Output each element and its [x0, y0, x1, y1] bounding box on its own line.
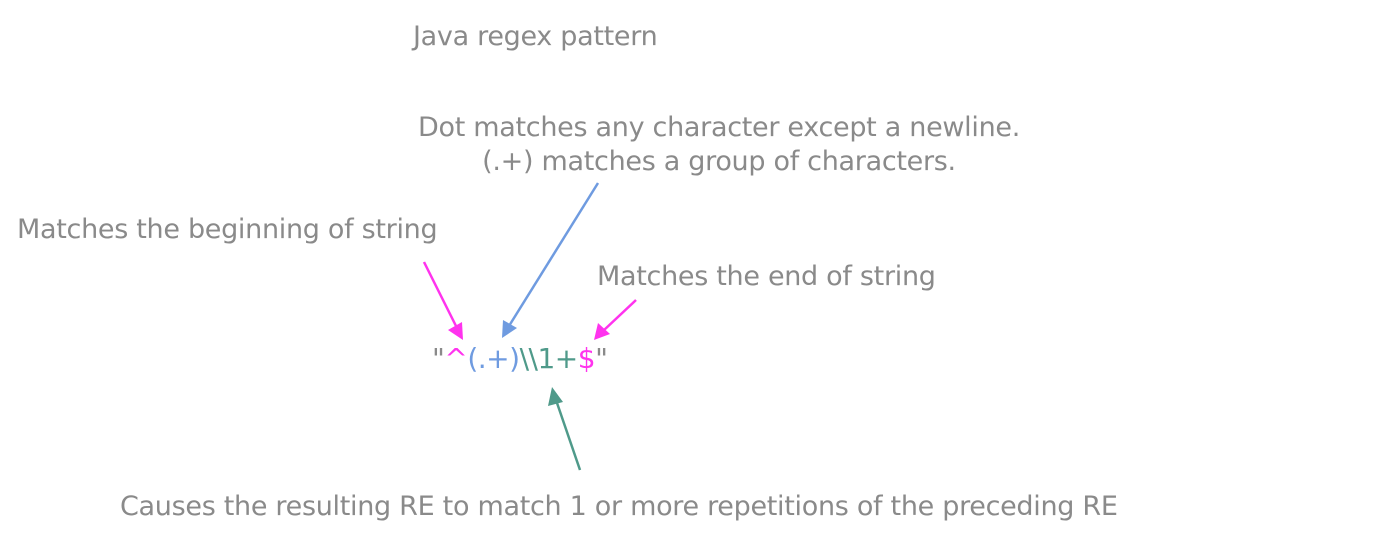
- regex-dollar: $: [577, 342, 596, 375]
- begin-arrow: [422, 261, 463, 340]
- end-arrow: [594, 299, 637, 340]
- regex-plus: +: [554, 342, 578, 375]
- diagram-title: Java regex pattern: [413, 21, 658, 52]
- regex-pattern: "^(.+)\\1+$": [432, 342, 608, 376]
- repeat-annotation: Causes the resulting RE to match 1 or mo…: [120, 491, 1118, 522]
- dot-annotation: Dot matches any character except a newli…: [418, 111, 1020, 179]
- regex-open-quote: ": [432, 342, 445, 375]
- repeat-arrow: [548, 387, 582, 471]
- dot-annotation-line-2: (.+) matches a group of characters.: [482, 146, 956, 177]
- dot-annotation-line-1: Dot matches any character except a newli…: [418, 112, 1020, 143]
- group-arrow: [502, 182, 600, 338]
- end-annotation: Matches the end of string: [597, 261, 936, 292]
- regex-close-quote: ": [595, 342, 608, 375]
- begin-annotation: Matches the beginning of string: [17, 214, 438, 245]
- regex-group: (.+): [467, 342, 520, 375]
- regex-backref: \\1: [519, 342, 556, 375]
- regex-caret: ^: [444, 342, 468, 375]
